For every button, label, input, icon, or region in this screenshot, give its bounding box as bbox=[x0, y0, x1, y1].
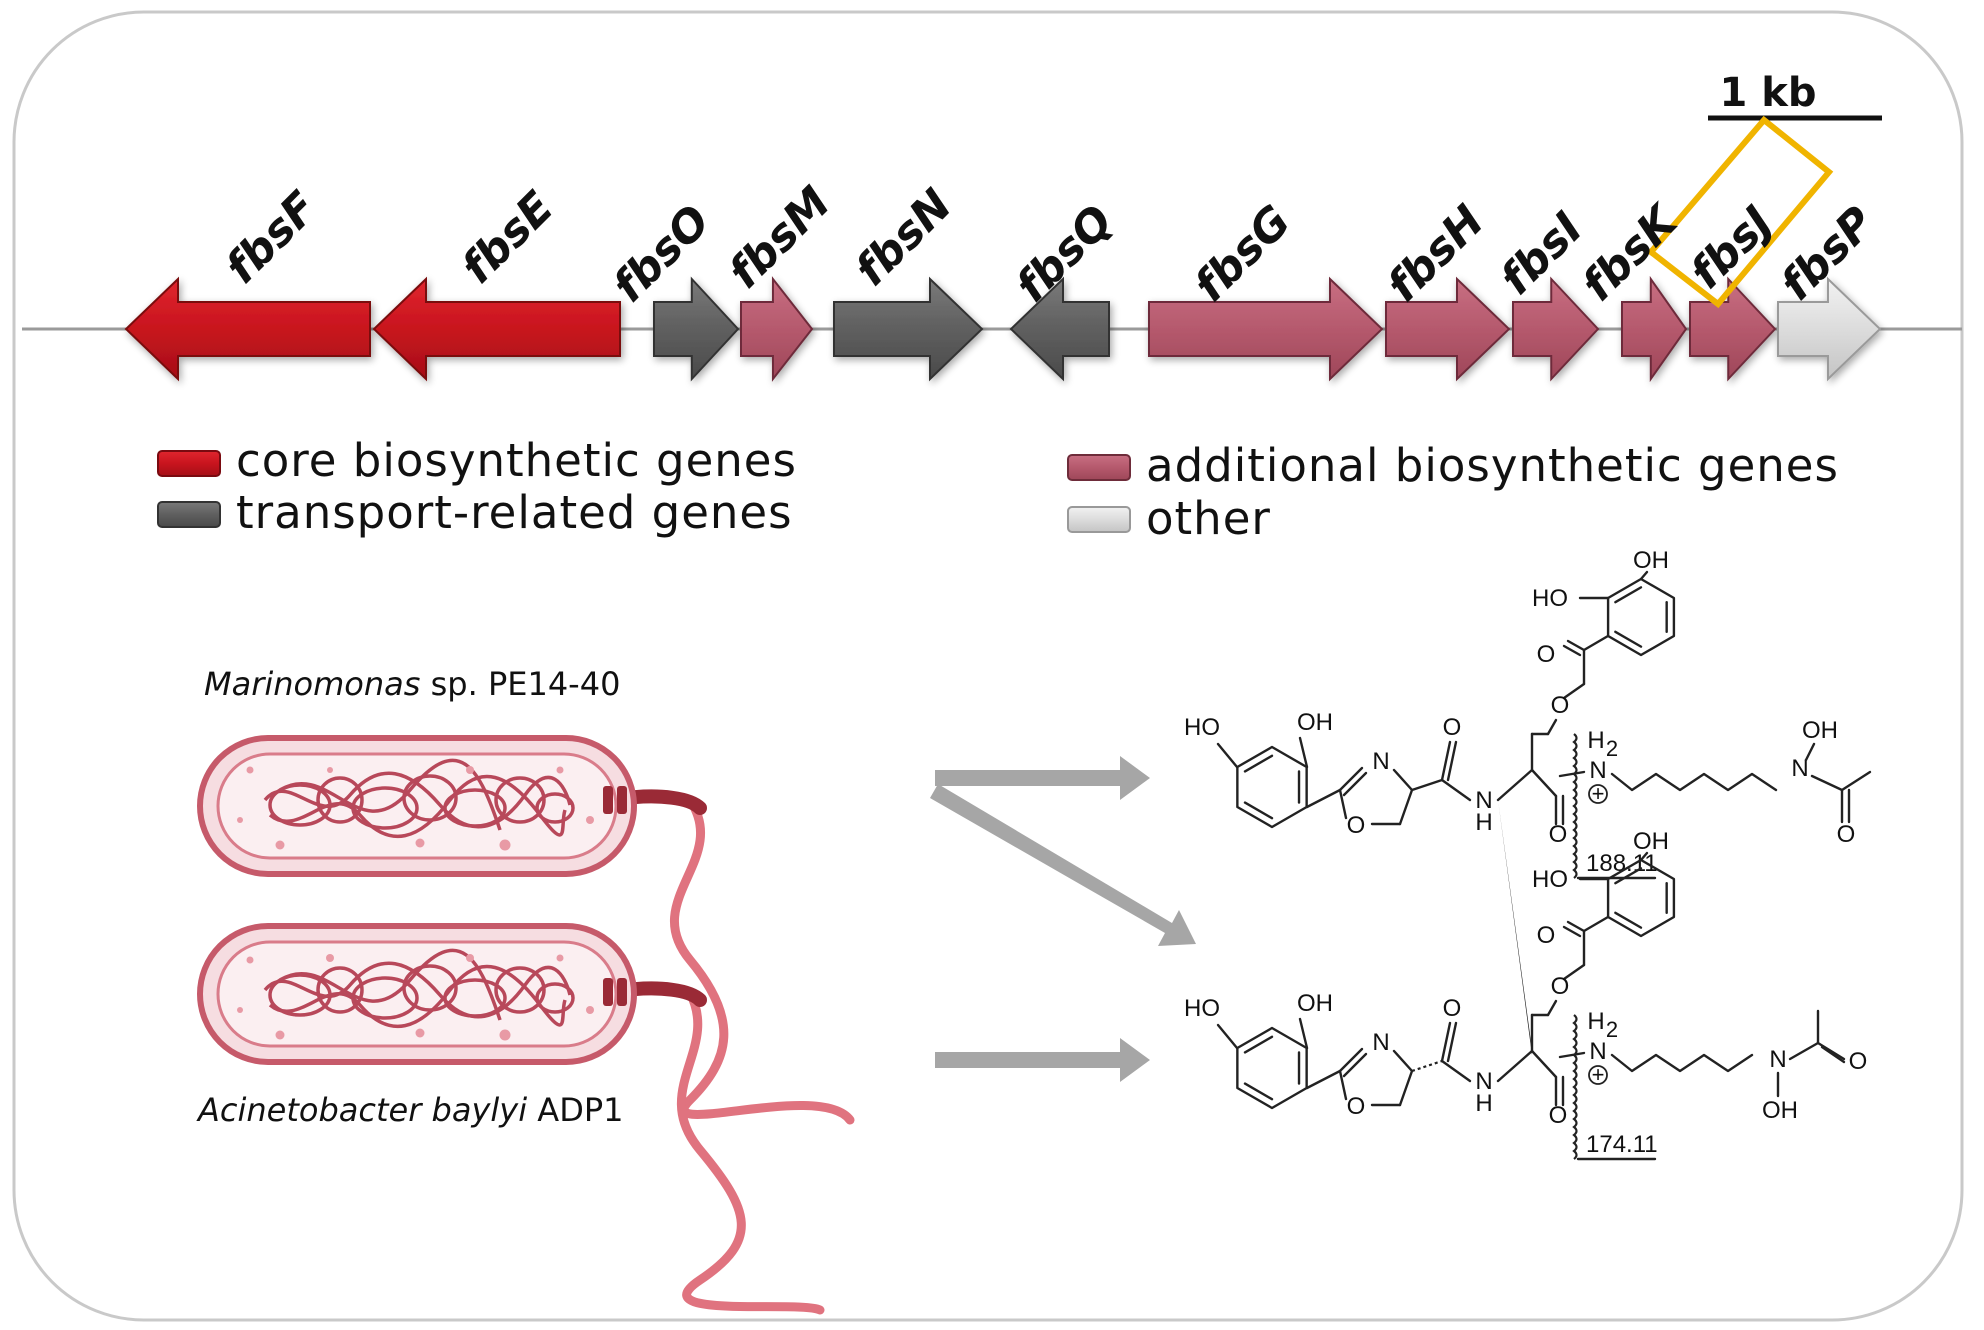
organism-top-label: Marinomonas sp. PE14-40 bbox=[204, 665, 620, 703]
label-o: O bbox=[1549, 1102, 1568, 1129]
legend-additional-swatch bbox=[1067, 454, 1131, 481]
legend-transport: transport-related genes bbox=[157, 486, 793, 539]
fragment-mass: 174.11 bbox=[1586, 1131, 1658, 1158]
gene-arrow-fbsK bbox=[1621, 275, 1688, 383]
flagellar-motor-top bbox=[603, 786, 627, 814]
label-n: N bbox=[1769, 1046, 1786, 1073]
label-n: N bbox=[1475, 1068, 1492, 1095]
legend-additional-label: additional biosynthetic genes bbox=[1146, 439, 1839, 492]
fbsJ-highlight-box bbox=[1646, 115, 1834, 309]
legend-core-swatch bbox=[157, 450, 221, 477]
legend-core-label: core biosynthetic genes bbox=[236, 434, 797, 487]
label-oh: OH bbox=[1633, 547, 1669, 574]
label-plus: + bbox=[1592, 781, 1605, 806]
gene-arrow-fbsJ bbox=[1689, 276, 1777, 382]
ribosomes-top bbox=[237, 766, 594, 851]
flagellum-top bbox=[670, 795, 855, 1125]
legend-transport-label: transport-related genes bbox=[236, 486, 793, 539]
label-o: O bbox=[1347, 1093, 1366, 1120]
label-o: O bbox=[1537, 641, 1556, 668]
gene-arrow-fbsF bbox=[124, 276, 371, 382]
label-o: O bbox=[1537, 922, 1556, 949]
nucleoid-bottom bbox=[263, 948, 575, 1029]
label-o: O bbox=[1549, 821, 1568, 848]
bacterium-top bbox=[197, 735, 855, 1125]
legend-other: other bbox=[1067, 492, 1271, 545]
label-oh: OH bbox=[1802, 717, 1838, 744]
label-o: O bbox=[1347, 812, 1366, 839]
flagellum-bottom bbox=[676, 988, 825, 1315]
label-o: O bbox=[1443, 714, 1462, 741]
flow-arrows bbox=[930, 756, 1196, 1082]
label-n: N bbox=[1475, 787, 1492, 814]
legend: core biosynthetic genes transport-relate… bbox=[157, 434, 1839, 545]
label-oh: OH bbox=[1633, 828, 1669, 855]
label-o: O bbox=[1551, 692, 1570, 719]
gene-arrow-fbsM bbox=[740, 276, 814, 382]
label-n: N bbox=[1791, 755, 1808, 782]
label-n: N bbox=[1589, 1038, 1606, 1065]
arrow-bottom-to-bottom bbox=[935, 1038, 1150, 1082]
gene-arrow-fbsG bbox=[1148, 276, 1384, 382]
label-n: N bbox=[1589, 757, 1606, 784]
scale-bar-label: 1 kb bbox=[1720, 70, 1817, 116]
label-subscript-2: 2 bbox=[1606, 1017, 1618, 1042]
label-n: N bbox=[1372, 1029, 1389, 1056]
label-h: H bbox=[1475, 809, 1492, 836]
legend-additional: additional biosynthetic genes bbox=[1067, 439, 1839, 492]
gene-arrows bbox=[124, 275, 1882, 383]
organism-bottom-label: Acinetobacter baylyi ADP1 bbox=[196, 1091, 623, 1129]
label-oh: OH bbox=[1297, 709, 1333, 736]
label-ho: HO bbox=[1532, 866, 1568, 893]
gene-arrow-fbsN bbox=[833, 276, 984, 382]
nucleoid-top bbox=[263, 758, 575, 839]
arrow-top-to-top bbox=[935, 756, 1150, 800]
label-o: O bbox=[1551, 973, 1570, 1000]
gene-arrow-fbsO bbox=[653, 276, 740, 382]
legend-other-label: other bbox=[1146, 492, 1271, 545]
label-subscript-2: 2 bbox=[1606, 736, 1618, 761]
label-o: O bbox=[1443, 995, 1462, 1022]
label-o: O bbox=[1849, 1048, 1868, 1075]
gene-arrow-fbsH bbox=[1385, 276, 1511, 382]
label-n: N bbox=[1372, 748, 1389, 775]
label-ho: HO bbox=[1532, 585, 1568, 612]
label-ho: HO bbox=[1184, 714, 1220, 741]
legend-transport-swatch bbox=[157, 501, 221, 528]
ribosomes-bottom bbox=[237, 954, 594, 1041]
gene-arrow-fbsI bbox=[1512, 276, 1600, 382]
gene-arrow-fbsE bbox=[372, 276, 621, 382]
label-h: H bbox=[1587, 727, 1604, 754]
gene-arrow-fbsP bbox=[1777, 276, 1882, 382]
bacterium-bottom bbox=[197, 923, 825, 1315]
flagellar-motor-bottom bbox=[603, 978, 627, 1006]
label-oh: OH bbox=[1762, 1097, 1798, 1124]
label-plus: + bbox=[1592, 1062, 1605, 1087]
label-ho: HO bbox=[1184, 995, 1220, 1022]
legend-core: core biosynthetic genes bbox=[157, 434, 797, 487]
arrow-top-to-bottom bbox=[930, 784, 1196, 946]
legend-other-swatch bbox=[1067, 506, 1131, 533]
label-h: H bbox=[1475, 1090, 1492, 1117]
label-h: H bbox=[1587, 1008, 1604, 1035]
label-oh: OH bbox=[1297, 990, 1333, 1017]
gene-arrow-fbsQ bbox=[1009, 276, 1110, 382]
label-o: O bbox=[1837, 821, 1856, 848]
